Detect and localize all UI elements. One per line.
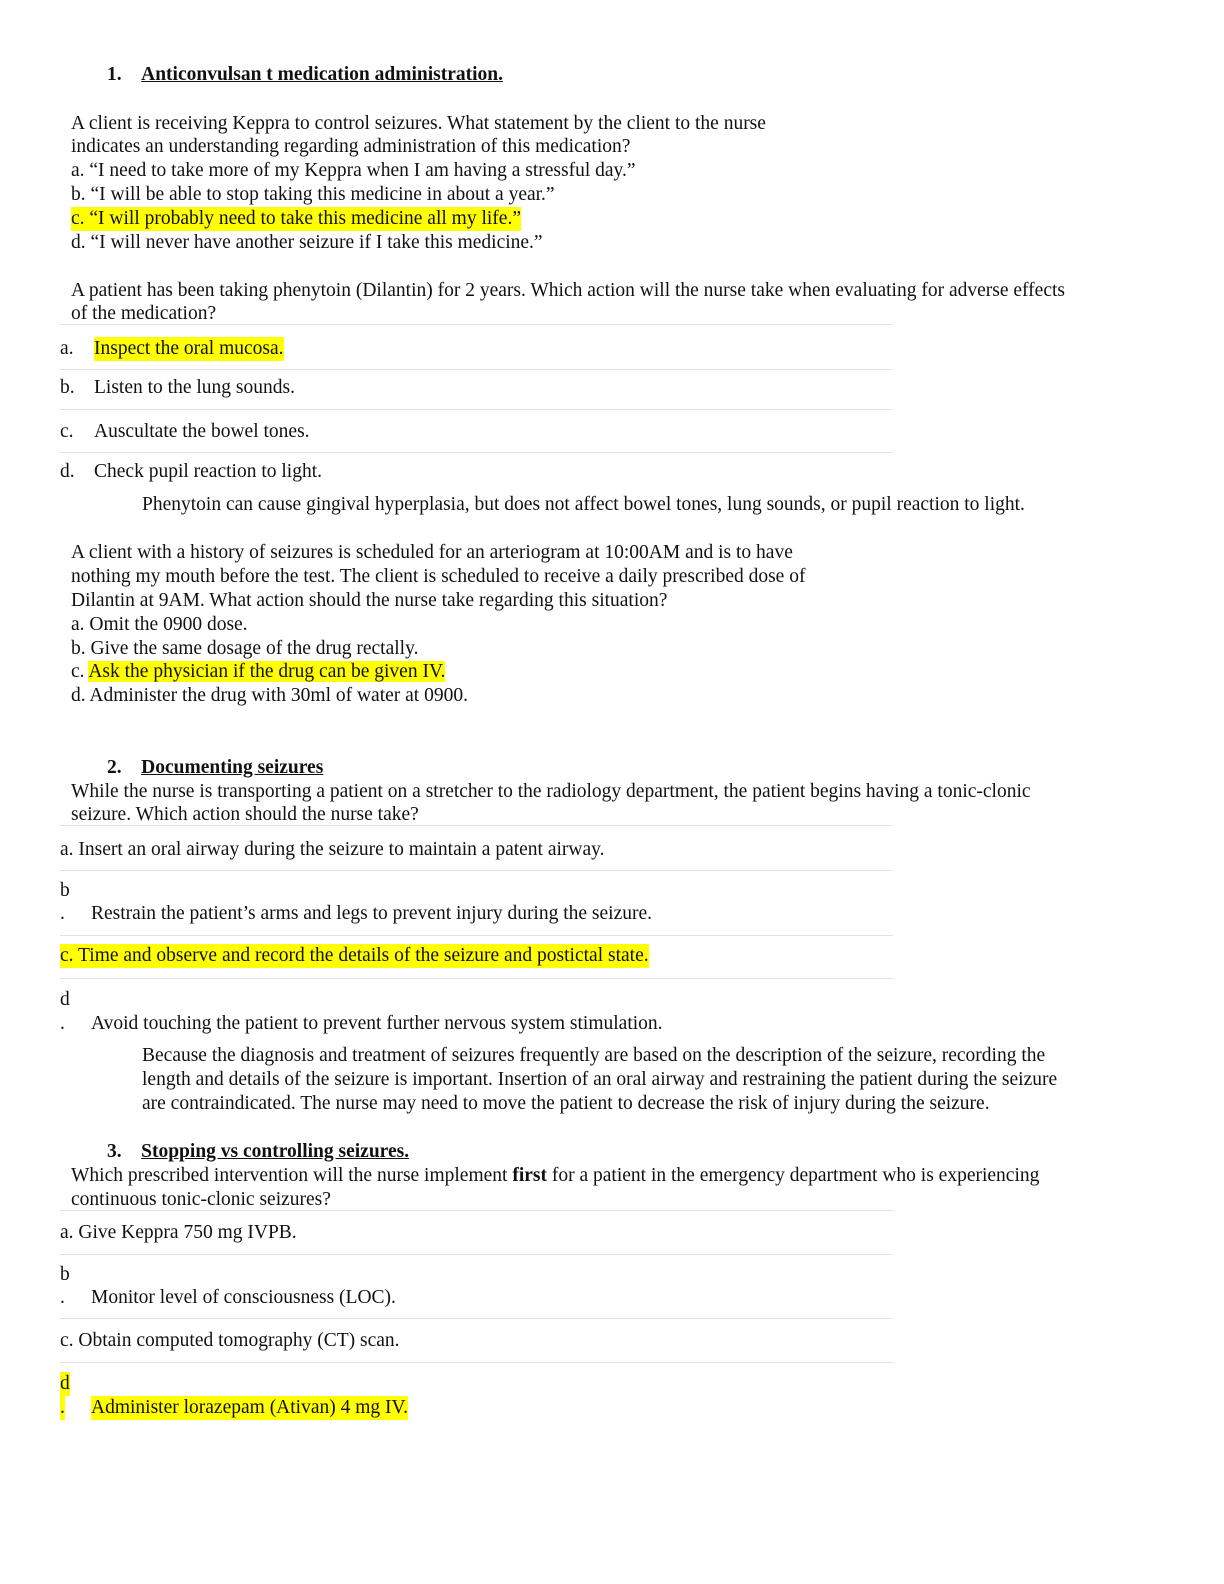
option-prefix: c. <box>71 661 89 682</box>
divider <box>60 1362 893 1363</box>
divider <box>60 324 893 325</box>
answer-option-a: a. Insert an oral airway during the seiz… <box>60 839 605 860</box>
divider <box>60 452 893 453</box>
section-1-title: Anticonvulsan t medication administratio… <box>141 64 503 85</box>
divider <box>60 1210 893 1211</box>
divider <box>60 1254 893 1255</box>
divider <box>60 369 893 370</box>
emphasis-first: first <box>512 1165 547 1186</box>
rationale: length and details of the seizure is imp… <box>142 1069 1058 1090</box>
highlighted-answer: Ask the physician if the drug can be giv… <box>88 661 446 682</box>
section-2-number: 2. <box>107 757 122 778</box>
option-letter: d <box>60 989 70 1010</box>
question-stem: seizure. Which action should the nurse t… <box>71 804 419 825</box>
question-stem: A patient has been taking phenytoin (Dil… <box>71 280 1065 301</box>
question-stem: Dilantin at 9AM. What action should the … <box>71 590 668 611</box>
question-stem: nothing my mouth before the test. The cl… <box>71 566 806 587</box>
option-letter: d <box>60 1372 70 1396</box>
question-stem: of the medication? <box>71 303 217 324</box>
stem-text: for a patient in the emergency departmen… <box>547 1165 1040 1186</box>
answer-option-a: a. Omit the 0900 dose. <box>71 614 248 635</box>
answer-option-b: Monitor level of consciousness (LOC). <box>91 1287 396 1308</box>
section-2-title: Documenting seizures <box>141 757 324 778</box>
divider <box>60 825 893 826</box>
question-stem: continuous tonic-clonic seizures? <box>71 1189 331 1210</box>
option-dot: . <box>60 1013 65 1034</box>
section-1-heading: 1. Anticonvulsan t medication administra… <box>107 63 503 87</box>
answer-option-a: a. “I need to take more of my Keppra whe… <box>71 160 636 181</box>
answer-option-d: Check pupil reaction to light. <box>94 461 322 482</box>
rationale: Phenytoin can cause gingival hyperplasia… <box>142 494 1025 515</box>
question-stem: While the nurse is transporting a patien… <box>71 781 1031 802</box>
divider <box>60 978 893 979</box>
divider <box>60 935 893 936</box>
stem-text: Which prescribed intervention will the n… <box>71 1165 513 1186</box>
question-stem: indicates an understanding regarding adm… <box>71 136 631 157</box>
rationale: Because the diagnosis and treatment of s… <box>142 1045 1046 1066</box>
answer-option-b: Listen to the lung sounds. <box>94 377 295 398</box>
question-stem: A client with a history of seizures is s… <box>71 542 793 563</box>
option-letter: b <box>60 1264 70 1285</box>
answer-option-a-correct: Inspect the oral mucosa. <box>94 337 284 361</box>
question-stem: A client is receiving Keppra to control … <box>71 113 766 134</box>
option-letter: b. <box>60 377 75 398</box>
answer-option-d: d. “I will never have another seizure if… <box>71 232 543 253</box>
divider <box>60 409 893 410</box>
answer-option-c-correct: c. Time and observe and record the detai… <box>60 944 649 968</box>
option-dot: . <box>60 903 65 924</box>
section-3-heading: 3. Stopping vs controlling seizures. <box>107 1140 409 1164</box>
section-2-heading: 2. Documenting seizures <box>107 756 323 780</box>
answer-option-b: Restrain the patient’s arms and legs to … <box>91 903 653 924</box>
option-letter: b <box>60 880 70 901</box>
answer-option-d: d. Administer the drug with 30ml of wate… <box>71 685 468 706</box>
divider <box>60 870 893 871</box>
question-stem: Which prescribed intervention will the n… <box>71 1164 1039 1188</box>
section-1-number: 1. <box>107 64 122 85</box>
option-dot: . <box>60 1287 65 1308</box>
option-letter: a. <box>60 338 74 359</box>
option-dot: . <box>60 1396 65 1420</box>
answer-option-c-correct: c. “I will probably need to take this me… <box>71 207 521 231</box>
answer-option-c: c. Obtain computed tomography (CT) scan. <box>60 1330 400 1351</box>
option-letter: c. <box>60 421 74 442</box>
divider <box>60 1318 893 1319</box>
option-letter: d. <box>60 461 75 482</box>
answer-option-c-correct: c. Ask the physician if the drug can be … <box>71 660 446 684</box>
answer-option-c: Auscultate the bowel tones. <box>94 421 310 442</box>
answer-option-b: b. “I will be able to stop taking this m… <box>71 184 555 205</box>
answer-option-a: a. Give Keppra 750 mg IVPB. <box>60 1222 297 1243</box>
answer-option-b: b. Give the same dosage of the drug rect… <box>71 638 419 659</box>
answer-option-d: Avoid touching the patient to prevent fu… <box>91 1013 663 1034</box>
rationale: are contraindicated. The nurse may need … <box>142 1093 990 1114</box>
answer-option-d-correct: Administer lorazepam (Ativan) 4 mg IV. <box>91 1396 408 1420</box>
section-3-number: 3. <box>107 1141 122 1162</box>
section-3-title: Stopping vs controlling seizures. <box>141 1141 410 1162</box>
